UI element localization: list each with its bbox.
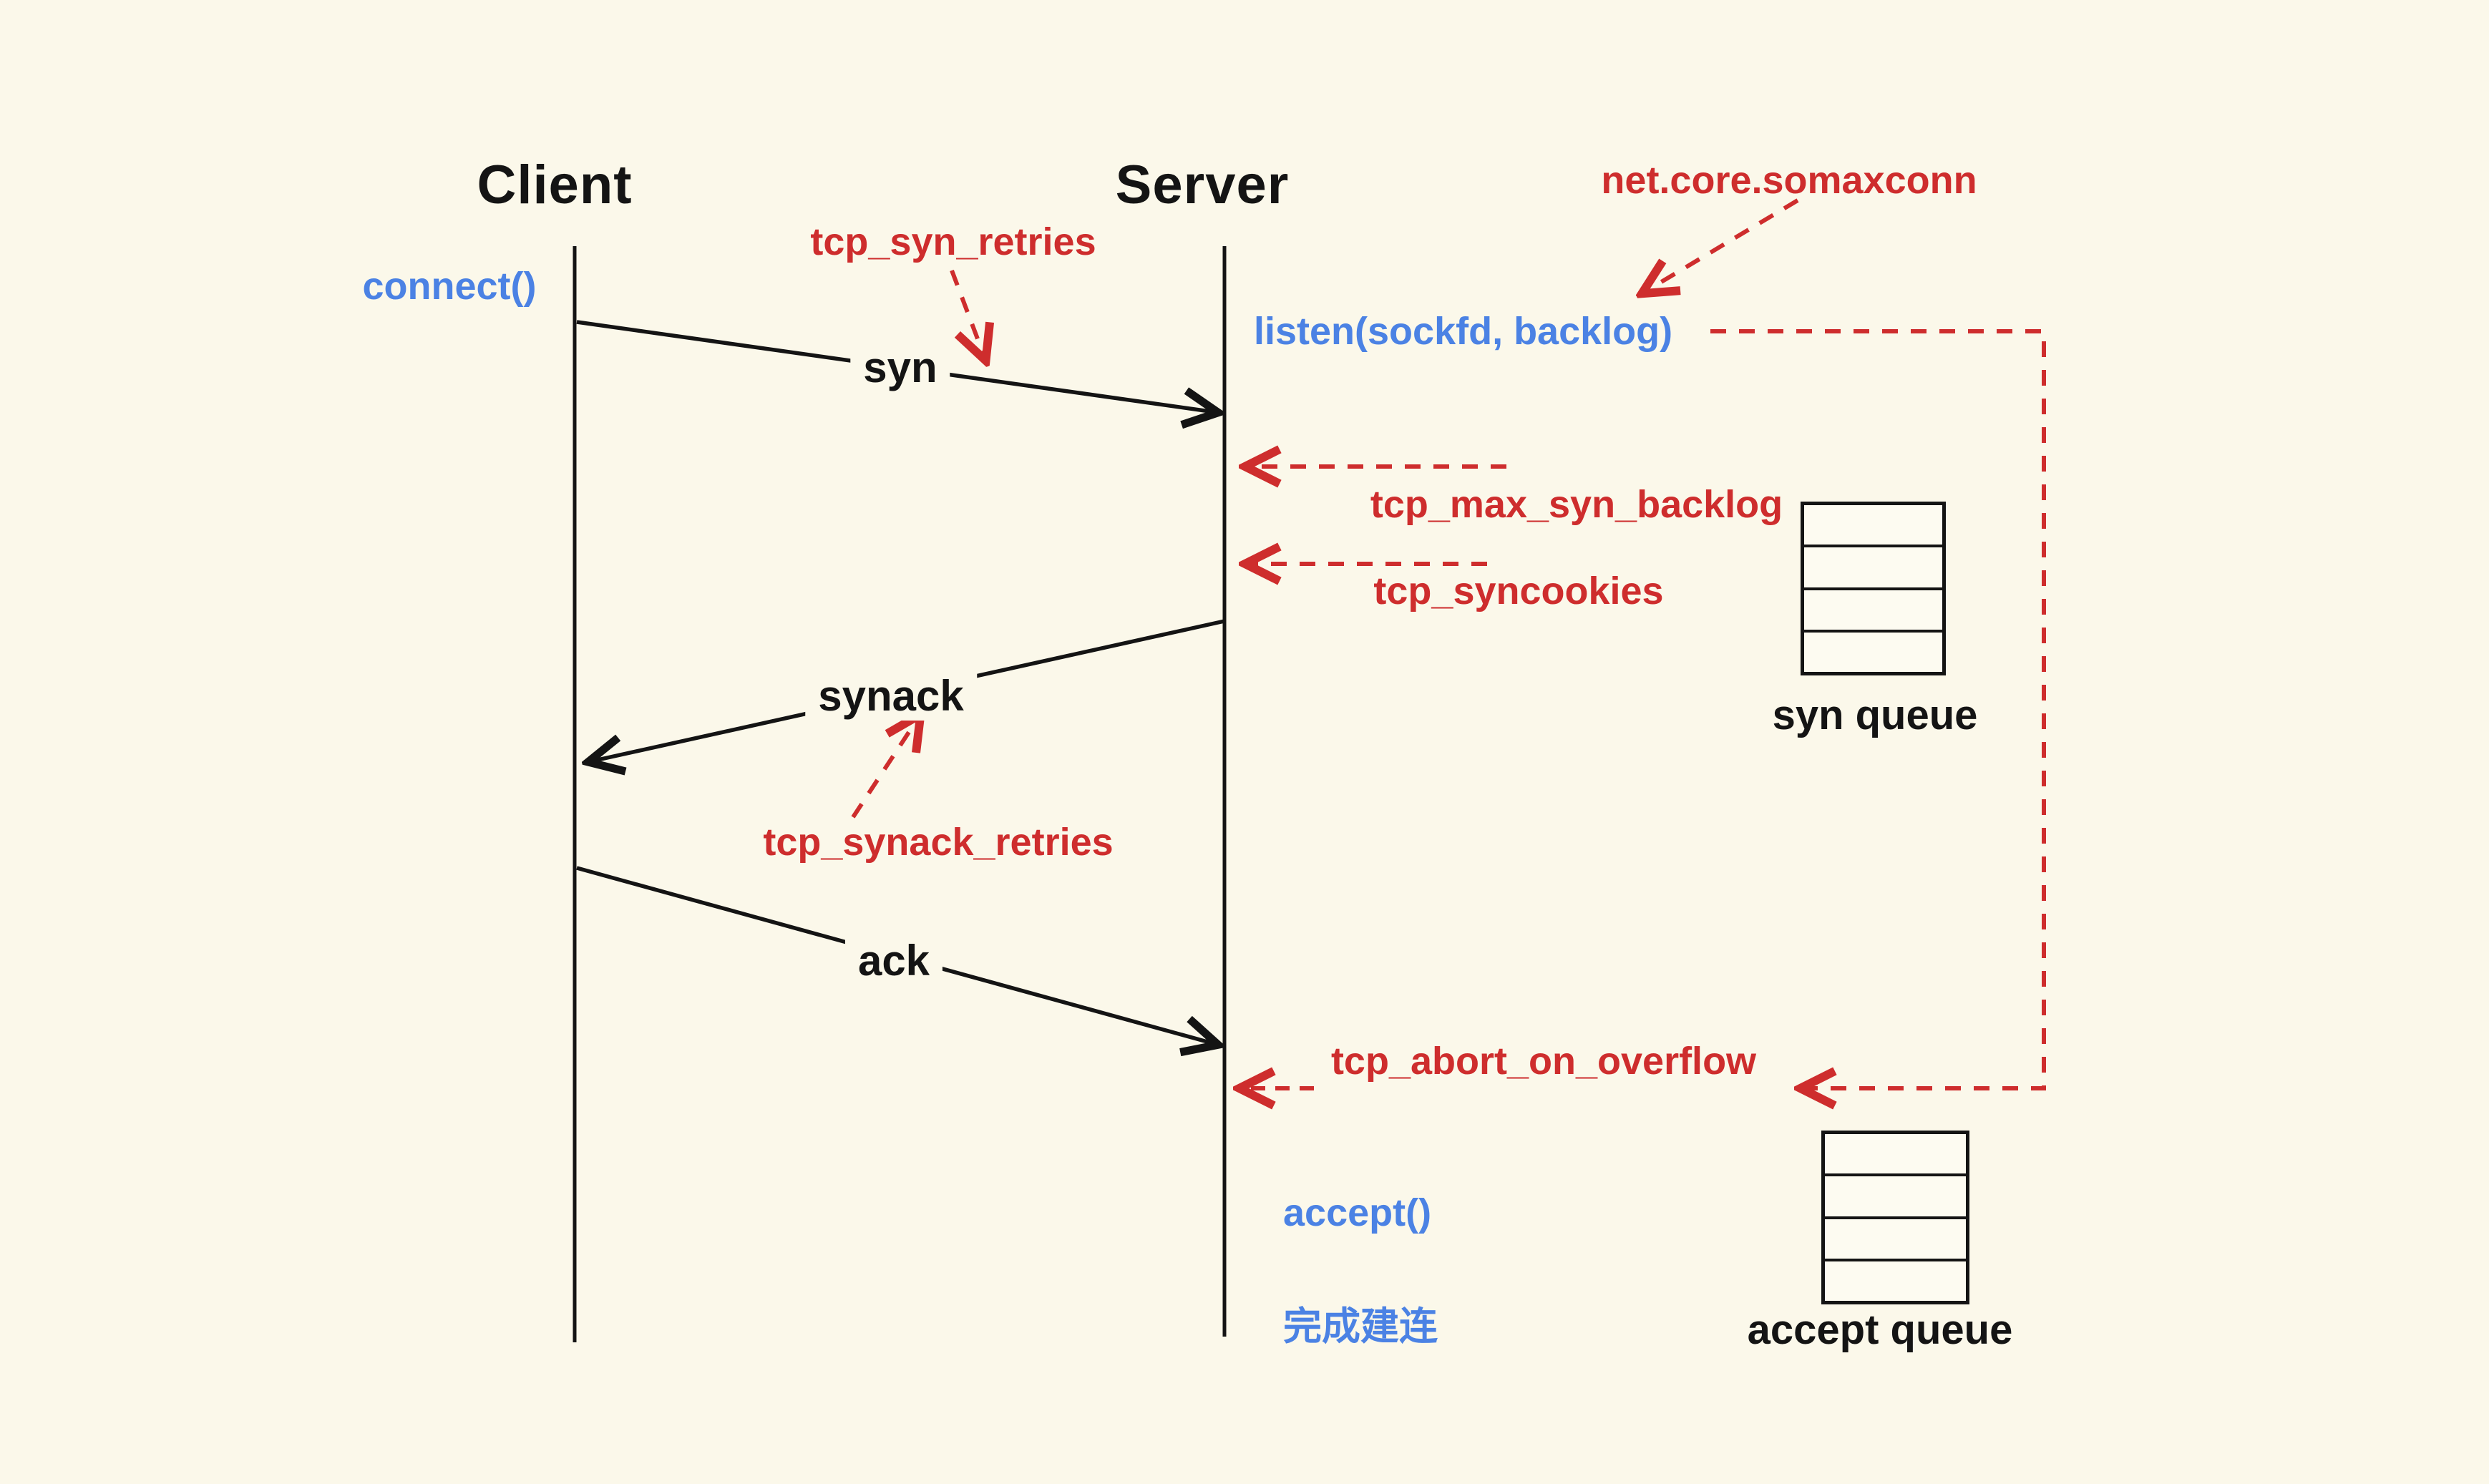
queue-slot [1825, 1134, 1966, 1173]
connection-established-label: 完成建连 [1283, 1305, 1438, 1348]
accept-call-label: accept() [1283, 1191, 1432, 1234]
tcp-synack-retries-arrow [851, 717, 919, 819]
queue-slot [1825, 1216, 1966, 1259]
somaxconn-arrow [1645, 198, 1799, 292]
tcp-syncookies-label: tcp_syncookies [1373, 570, 1664, 612]
server-title: Server [1115, 155, 1290, 215]
tcp-abort-on-overflow-label: tcp_abort_on_overflow [1330, 1040, 1757, 1083]
listen-call-label: listen(sockfd, backlog) [1254, 310, 1673, 353]
queue-slot [1804, 505, 1942, 545]
queue-slot [1804, 629, 1942, 672]
syn-queue-label: syn queue [1772, 692, 1978, 738]
accept-queue-box [1821, 1131, 1969, 1304]
syn-message-label: syn [850, 343, 950, 392]
queue-slot [1825, 1258, 1966, 1301]
client-title: Client [477, 155, 633, 215]
syn-queue-box [1801, 502, 1946, 675]
tcp-syn-retries-label: tcp_syn_retries [810, 220, 1096, 263]
backlog-to-accept-queue-arrow [1710, 329, 2046, 1088]
tcp-syn-retries-arrow [950, 269, 985, 358]
net-core-somaxconn-label: net.core.somaxconn [1601, 159, 1977, 202]
queue-slot [1804, 545, 1942, 587]
tcp-max-syn-backlog-label: tcp_max_syn_backlog [1370, 483, 1783, 526]
connect-call-label: connect() [362, 265, 537, 308]
queue-slot [1825, 1173, 1966, 1216]
synack-message-label: synack [805, 672, 977, 721]
accept-queue-label: accept queue [1747, 1307, 2013, 1353]
tcp-synack-retries-label: tcp_synack_retries [763, 821, 1114, 864]
queue-slot [1804, 587, 1942, 630]
ack-message-label: ack [844, 937, 943, 985]
